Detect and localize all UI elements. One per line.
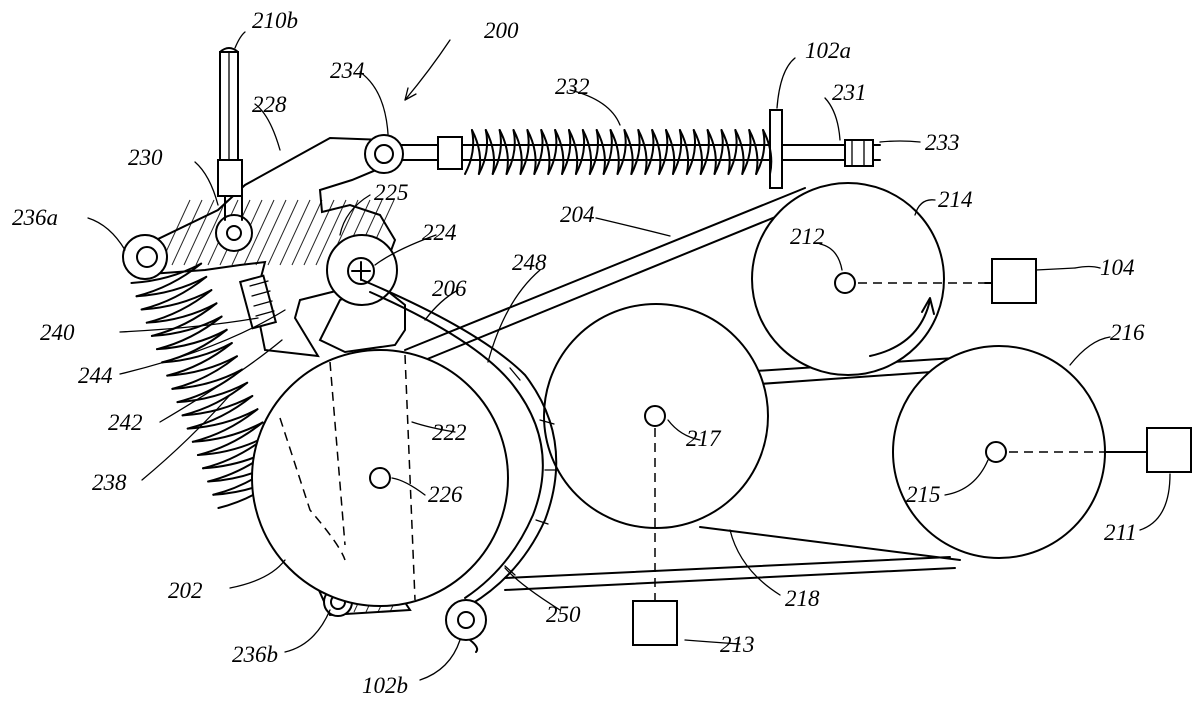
- box-104: [984, 258, 1101, 304]
- spring-238: [130, 262, 285, 509]
- spring-232: [464, 129, 773, 175]
- label-214: 214: [938, 187, 973, 212]
- label-104: 104: [1100, 255, 1135, 280]
- label-202: 202: [168, 578, 203, 603]
- label-217: 217: [686, 426, 722, 451]
- label-248: 248: [512, 250, 547, 275]
- label-206: 206: [432, 276, 467, 301]
- label-231: 231: [832, 80, 867, 105]
- label-225: 225: [374, 180, 409, 205]
- pulley-217: [543, 303, 769, 600]
- label-250: 250: [546, 602, 581, 627]
- label-240: 240: [40, 320, 75, 345]
- label-242: 242: [108, 410, 143, 435]
- label-210b: 210b: [252, 8, 298, 33]
- bracket-hatching: [159, 199, 405, 613]
- label-200: 200: [484, 18, 519, 43]
- label-102b: 102b: [362, 673, 408, 698]
- idler-pulley-224: [326, 234, 398, 306]
- box-211: [1104, 427, 1192, 473]
- label-204: 204: [560, 202, 595, 227]
- rod-210b: [217, 47, 243, 221]
- pivot-230: [215, 214, 253, 252]
- pulley-214: [751, 182, 985, 376]
- belt-204: [404, 187, 813, 363]
- label-218: 218: [785, 586, 820, 611]
- reference-labels: 210b 200 102a 234 232 231 233 228 230 22…: [12, 8, 1145, 698]
- leader-lines: [87, 31, 1171, 681]
- label-222: 222: [432, 420, 467, 445]
- label-211: 211: [1104, 520, 1137, 545]
- label-215: 215: [906, 482, 941, 507]
- label-228: 228: [252, 92, 287, 117]
- label-224: 224: [422, 220, 457, 245]
- pivot-234: [364, 134, 404, 174]
- label-102a: 102a: [805, 38, 851, 63]
- belt-218: [504, 357, 961, 591]
- label-230: 230: [128, 145, 163, 170]
- label-232: 232: [555, 74, 590, 99]
- label-236a: 236a: [12, 205, 58, 230]
- label-236b: 236b: [232, 642, 278, 667]
- pulley-202: [251, 349, 509, 607]
- guide-arm-248: [361, 279, 559, 606]
- label-213: 213: [720, 632, 755, 657]
- label-212: 212: [790, 224, 825, 249]
- label-233: 233: [925, 130, 960, 155]
- tension-rod-231: [394, 109, 881, 189]
- label-226: 226: [428, 482, 463, 507]
- label-238: 238: [92, 470, 127, 495]
- label-216: 216: [1110, 320, 1145, 345]
- pivot-236a: [122, 234, 168, 280]
- block-244: [238, 274, 278, 330]
- box-213: [632, 600, 678, 646]
- label-244: 244: [78, 363, 113, 388]
- label-234: 234: [330, 58, 365, 83]
- wheel-102b: [445, 599, 487, 653]
